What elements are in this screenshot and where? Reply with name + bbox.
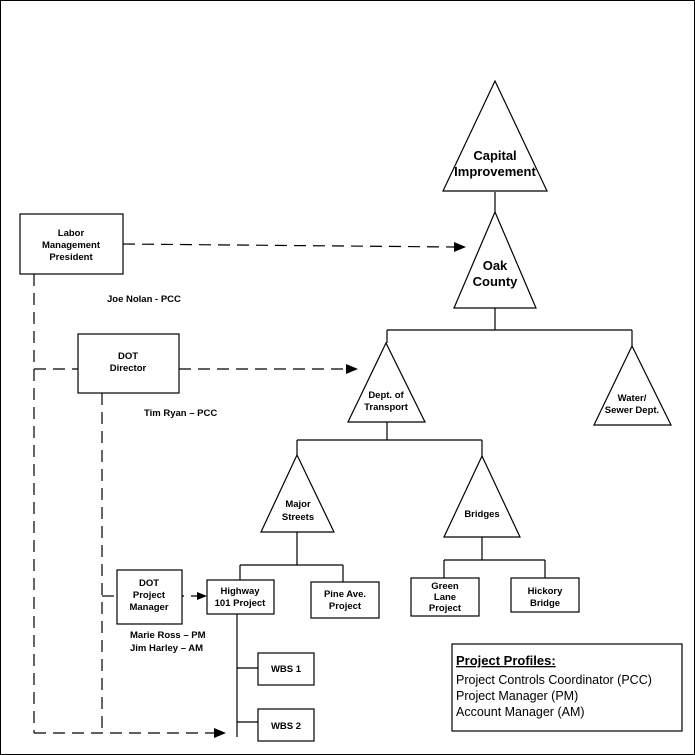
green-line-3: Project (429, 603, 462, 614)
legend-line-pm: Project Manager (PM) (456, 689, 578, 703)
dot-pm-line-3: Manager (129, 602, 168, 613)
labor-line-1: Labor (58, 228, 85, 239)
triangle-capital-improvement[interactable]: Capital Improvement (442, 79, 548, 192)
water-line-1: Water/ (618, 393, 647, 404)
arrowhead-to-highway (197, 592, 207, 600)
arrowhead-to-dept-transport (346, 364, 358, 374)
hickory-line-2: Bridge (530, 598, 560, 609)
green-line-1: Green (431, 581, 459, 592)
triangle-oak-county[interactable]: Oak County (453, 210, 537, 309)
dot-director-line-1: DOT (118, 351, 138, 362)
box-dot-director[interactable]: DOT Director (77, 333, 180, 394)
pine-line-1: Pine Ave. (324, 589, 366, 600)
highway-line-2: 101 Project (215, 598, 267, 609)
box-green-lane[interactable]: Green Lane Project (410, 577, 480, 617)
legend-line-am: Account Manager (AM) (456, 705, 585, 719)
capital-line-1: Capital (473, 148, 516, 163)
dot-director-line-2: Director (110, 363, 147, 374)
major-line-2: Streets (282, 512, 314, 523)
person-marie-ross: Marie Ross – PM (130, 630, 206, 641)
legend-project-profiles: Project Profiles: Project Controls Coord… (451, 643, 683, 732)
triangle-dept-transport[interactable]: Dept. of Transport (347, 341, 426, 423)
dot-line-2: Transport (364, 402, 409, 413)
person-tim-ryan: Tim Ryan – PCC (144, 408, 217, 419)
arrowhead-to-wbs2 (214, 728, 226, 738)
hickory-line-1: Hickory (528, 586, 564, 597)
box-highway-101[interactable]: Highway 101 Project (206, 579, 275, 615)
person-joe-nolan: Joe Nolan - PCC (107, 294, 181, 305)
dot-line-1: Dept. of (368, 390, 404, 401)
labor-line-3: President (49, 252, 93, 263)
highway-line-1: Highway (220, 586, 260, 597)
capital-line-2: Improvement (454, 164, 536, 179)
legend-line-pcc: Project Controls Coordinator (PCC) (456, 673, 652, 687)
wbs1-line-1: WBS 1 (271, 664, 302, 675)
water-line-2: Sewer Dept. (605, 405, 659, 416)
box-wbs-2[interactable]: WBS 2 (257, 708, 315, 742)
green-line-2: Lane (434, 592, 456, 603)
major-line-1: Major (285, 499, 311, 510)
box-dot-project-manager[interactable]: DOT Project Manager (116, 569, 183, 625)
box-labor-management-president[interactable]: Labor Management President (19, 213, 124, 275)
pine-line-2: Project (329, 601, 362, 612)
legend-title: Project Profiles: (456, 653, 556, 668)
bridges-line-1: Bridges (464, 509, 499, 520)
dot-pm-line-2: Project (133, 590, 166, 601)
triangle-bridges[interactable]: Bridges (443, 454, 521, 538)
triangle-major-streets[interactable]: Major Streets (260, 453, 335, 533)
box-pine-ave[interactable]: Pine Ave. Project (310, 581, 380, 619)
dashed-connectors (33, 243, 455, 734)
labor-line-2: Management (42, 240, 101, 251)
dot-pm-line-1: DOT (139, 578, 159, 589)
box-wbs-1[interactable]: WBS 1 (257, 652, 315, 686)
solid-connectors (236, 192, 633, 737)
box-hickory-bridge[interactable]: Hickory Bridge (510, 577, 580, 613)
oak-line-1: Oak (483, 258, 508, 273)
person-jim-harley: Jim Harley – AM (130, 643, 203, 654)
triangle-water-sewer[interactable]: Water/ Sewer Dept. (593, 344, 672, 426)
wbs2-line-1: WBS 2 (271, 721, 301, 732)
arrowhead-to-oak-county (454, 242, 466, 252)
oak-line-2: County (473, 274, 519, 289)
